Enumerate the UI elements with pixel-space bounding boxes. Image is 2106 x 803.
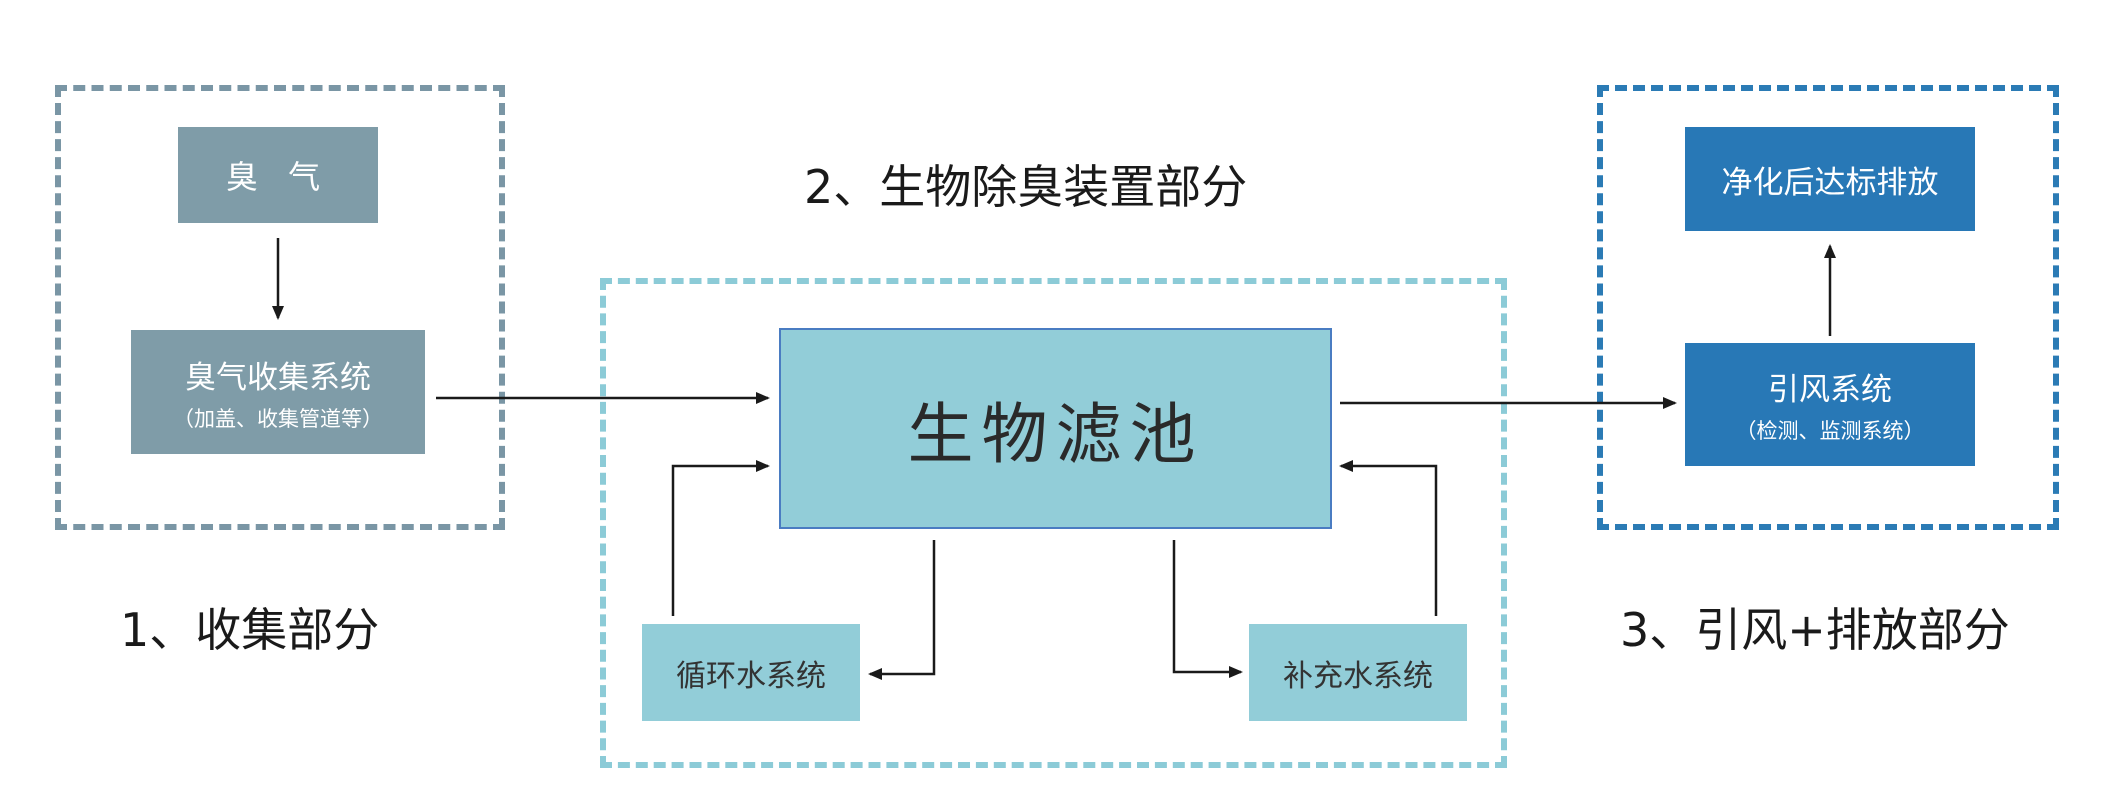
odor-collection-label: 臭气收集系统 bbox=[185, 359, 371, 396]
fan-discharge-group bbox=[1597, 85, 2059, 530]
section-label-collection: 1、收集部分 bbox=[120, 603, 380, 657]
discharge-label: 净化后达标排放 bbox=[1721, 164, 1939, 201]
arrow-biofilter-to-refill bbox=[1172, 540, 1243, 678]
fan-system-label: 引风系统 bbox=[1768, 372, 1892, 408]
fan-system-node: 引风系统 （检测、监测系统） bbox=[1685, 343, 1975, 466]
section-label-bio-device: 2、生物除臭装置部分 bbox=[804, 160, 1248, 214]
bio-device-group bbox=[600, 278, 1507, 768]
biofilter-label: 生物滤池 bbox=[907, 395, 1204, 473]
circulation-water-label: 循环水系统 bbox=[676, 658, 826, 694]
discharge-node: 净化后达标排放 bbox=[1685, 127, 1975, 231]
odor-collection-sublabel: （加盖、收集管道等） bbox=[173, 406, 383, 431]
odor-node: 臭 气 bbox=[178, 127, 378, 223]
refill-water-label: 补充水系统 bbox=[1283, 658, 1433, 694]
odor-label: 臭 气 bbox=[225, 158, 331, 196]
arrow-refill-to-biofilter bbox=[1339, 460, 1438, 616]
fan-system-sublabel: （检测、监测系统） bbox=[1735, 419, 1925, 443]
section-label-fan-discharge: 3、引风+排放部分 bbox=[1620, 603, 2010, 657]
arrow-biofilter-to-circulation bbox=[868, 540, 936, 680]
arrow-circulation-to-biofilter bbox=[671, 460, 770, 616]
biofilter-node: 生物滤池 bbox=[779, 328, 1332, 529]
collection-group bbox=[55, 85, 505, 530]
refill-water-node: 补充水系统 bbox=[1249, 624, 1467, 721]
odor-collection-node: 臭气收集系统 （加盖、收集管道等） bbox=[131, 330, 425, 454]
circulation-water-node: 循环水系统 bbox=[642, 624, 860, 721]
